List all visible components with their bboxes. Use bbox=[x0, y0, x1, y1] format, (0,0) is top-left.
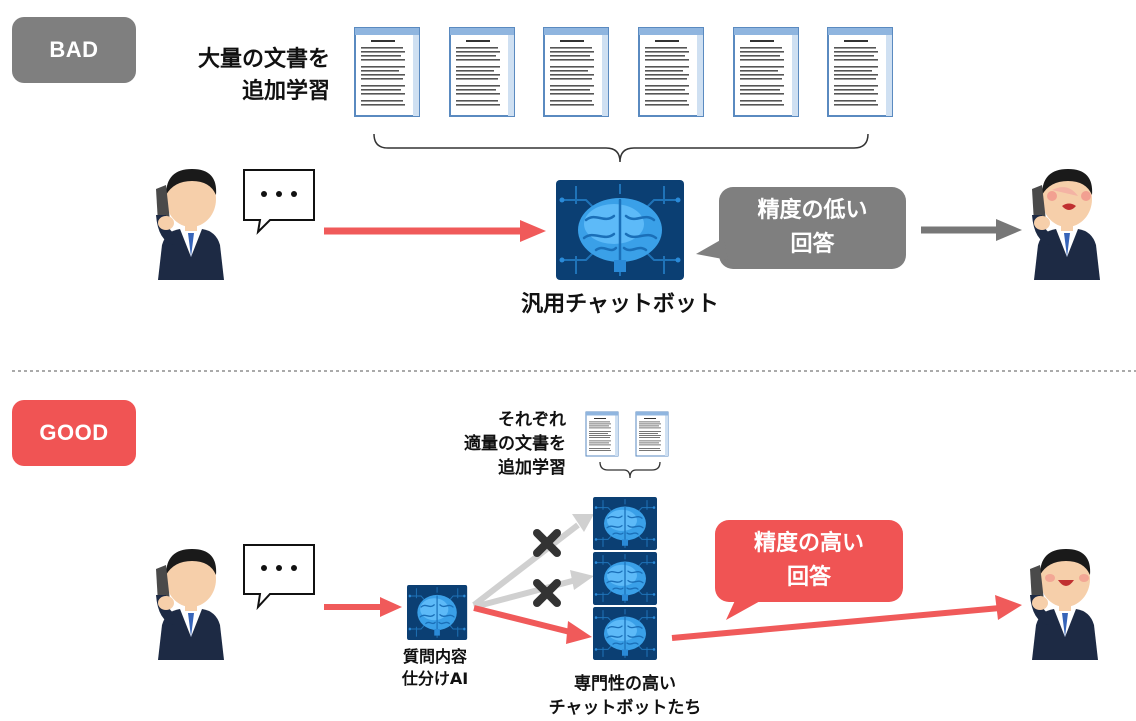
router-brain-icon bbox=[406, 584, 468, 641]
good-doc-label: それぞれ 適量の文書を 追加学習 bbox=[464, 410, 566, 478]
red-arrow bbox=[566, 621, 592, 644]
low-accuracy-callout bbox=[696, 187, 906, 269]
document-icon bbox=[827, 27, 893, 117]
speech-bubble-icon bbox=[243, 544, 315, 611]
good-badge: GOOD bbox=[12, 400, 136, 466]
bracket bbox=[373, 133, 869, 163]
document-icon bbox=[585, 411, 619, 457]
specialist-brain-icon bbox=[592, 496, 658, 551]
speech-bubble-icon bbox=[243, 169, 315, 235]
person-phone-icon bbox=[156, 169, 224, 280]
cross-icon bbox=[533, 579, 561, 607]
low-accuracy-text: 精度の低い 回答 bbox=[757, 198, 868, 257]
bracket bbox=[599, 461, 661, 479]
red-arrow bbox=[380, 597, 402, 617]
bad-doc-label: 大量の文書を 追加学習 bbox=[197, 47, 330, 104]
document-icon bbox=[638, 27, 704, 117]
brain-chip-icon bbox=[554, 178, 686, 282]
rejected-arrow bbox=[570, 570, 594, 590]
high-accuracy-text: 精度の高い 回答 bbox=[753, 531, 864, 590]
happy-person-icon bbox=[1030, 549, 1098, 660]
bad-badge: BAD bbox=[12, 17, 136, 83]
gray-arrow bbox=[996, 219, 1022, 241]
rejected-arrow bbox=[572, 514, 594, 532]
general-chatbot-label: 汎用チャットボット bbox=[521, 292, 719, 317]
router-label: 質問内容 仕分けAI bbox=[401, 647, 469, 688]
specialist-brain-icon bbox=[592, 606, 658, 661]
red-arrow bbox=[995, 595, 1022, 620]
high-accuracy-callout bbox=[715, 520, 903, 620]
document-icon bbox=[635, 411, 669, 457]
person-phone-icon bbox=[156, 549, 224, 660]
cross-icon bbox=[533, 529, 561, 557]
document-icon bbox=[733, 27, 799, 117]
angry-person-icon bbox=[1032, 169, 1100, 280]
specialist-brain-icon bbox=[592, 551, 658, 606]
red-arrow bbox=[520, 220, 546, 242]
document-icon bbox=[449, 27, 515, 117]
document-icon bbox=[354, 27, 420, 117]
specialist-bots-label: 専門性の高い チャットボットたち bbox=[548, 674, 702, 718]
document-icon bbox=[543, 27, 609, 117]
